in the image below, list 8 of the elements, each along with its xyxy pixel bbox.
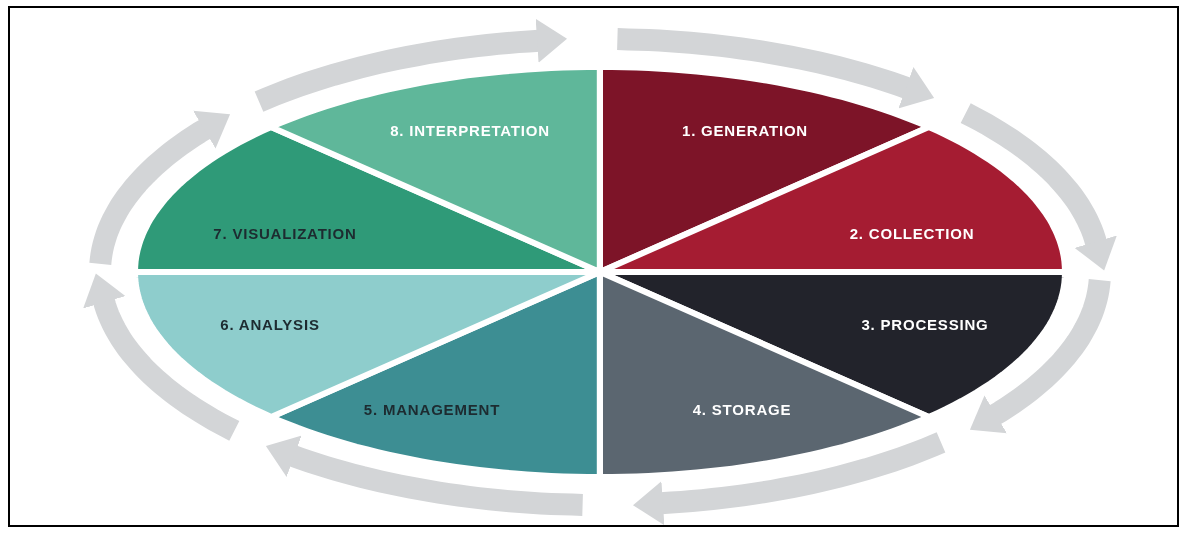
segment-label: 2. COLLECTION bbox=[849, 224, 975, 242]
segment-label: 1. GENERATION bbox=[682, 121, 808, 139]
segment-label: 5. MANAGEMENT bbox=[363, 400, 501, 418]
segment-label: 7. VISUALIZATION bbox=[213, 224, 357, 242]
segment-label: 8. INTERPRETATION bbox=[390, 121, 550, 139]
segment-label: 3. PROCESSING bbox=[861, 315, 989, 333]
segment-label: 6. ANALYSIS bbox=[220, 315, 320, 333]
segment-label: 4. STORAGE bbox=[692, 400, 792, 418]
